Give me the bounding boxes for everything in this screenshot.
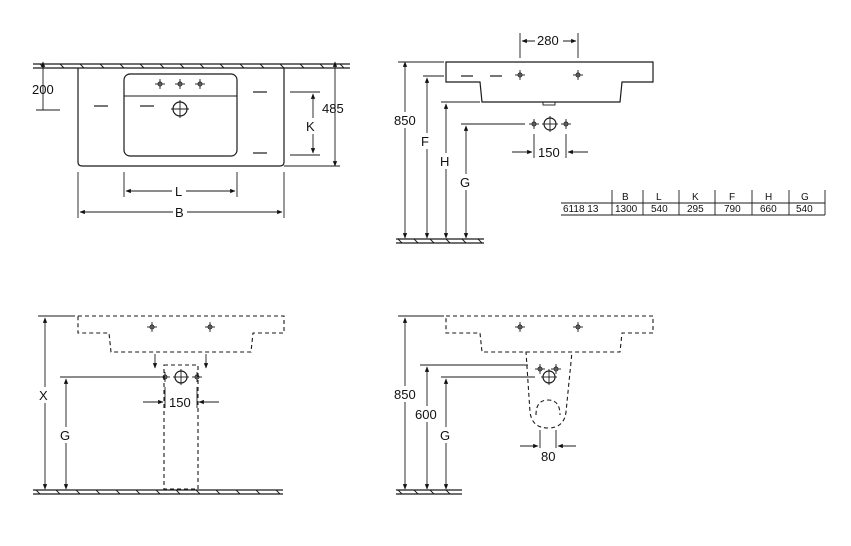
dim-280: 280: [537, 33, 559, 48]
label-g-siphon: G: [440, 428, 450, 443]
dimension-table: B L K F H G 6118 13 1300 540 295 790 660…: [561, 190, 826, 216]
side-siphon-view: 850 600 G 80: [393, 315, 654, 495]
table-header: F: [729, 192, 735, 203]
table-cell: 6118 13: [563, 204, 599, 215]
table-header: K: [692, 192, 699, 203]
label-k: K: [306, 119, 315, 134]
side-view: 280 850 F H G 150: [393, 33, 654, 244]
table-header: H: [765, 192, 772, 203]
table-header: L: [656, 192, 662, 203]
table-header: B: [622, 192, 629, 203]
dim-850-siphon: 850: [394, 387, 416, 402]
label-g-front: G: [60, 428, 70, 443]
table-cell: 295: [687, 204, 704, 215]
table-cell: 540: [796, 204, 813, 215]
table-cell: 540: [651, 204, 668, 215]
basin-side-outline: [445, 61, 654, 103]
label-g: G: [460, 175, 470, 190]
dim-485: 485: [322, 101, 344, 116]
floor-siphon: [396, 489, 462, 495]
floor-front: [33, 489, 283, 495]
bowl-outline-top: [123, 73, 238, 157]
label-x: X: [39, 388, 48, 403]
dim-80: 80: [541, 449, 555, 464]
basin-side-outline-2: [445, 315, 654, 353]
dim-150-side: 150: [538, 145, 560, 160]
floor-side: [396, 238, 484, 244]
label-b: B: [175, 205, 184, 220]
label-f: F: [421, 134, 429, 149]
dim-150-front: 150: [169, 395, 191, 410]
dim-200: 200: [32, 82, 54, 97]
table-cell: 790: [724, 204, 741, 215]
pedestal-outline: [163, 364, 199, 490]
top-view: 200 485 K L B: [32, 61, 350, 220]
siphon-cover-outline: [525, 351, 573, 429]
label-h: H: [440, 154, 449, 169]
front-pedestal-view: X G 150: [33, 315, 285, 495]
table-header: G: [801, 192, 809, 203]
basin-outline-top: [77, 68, 285, 167]
table-cell: 1300: [615, 204, 638, 215]
table-cell: 660: [760, 204, 777, 215]
dim-850: 850: [394, 113, 416, 128]
wall-top: [33, 63, 350, 69]
label-l: L: [175, 184, 182, 199]
dim-600: 600: [415, 407, 437, 422]
basin-front-outline: [77, 315, 285, 353]
